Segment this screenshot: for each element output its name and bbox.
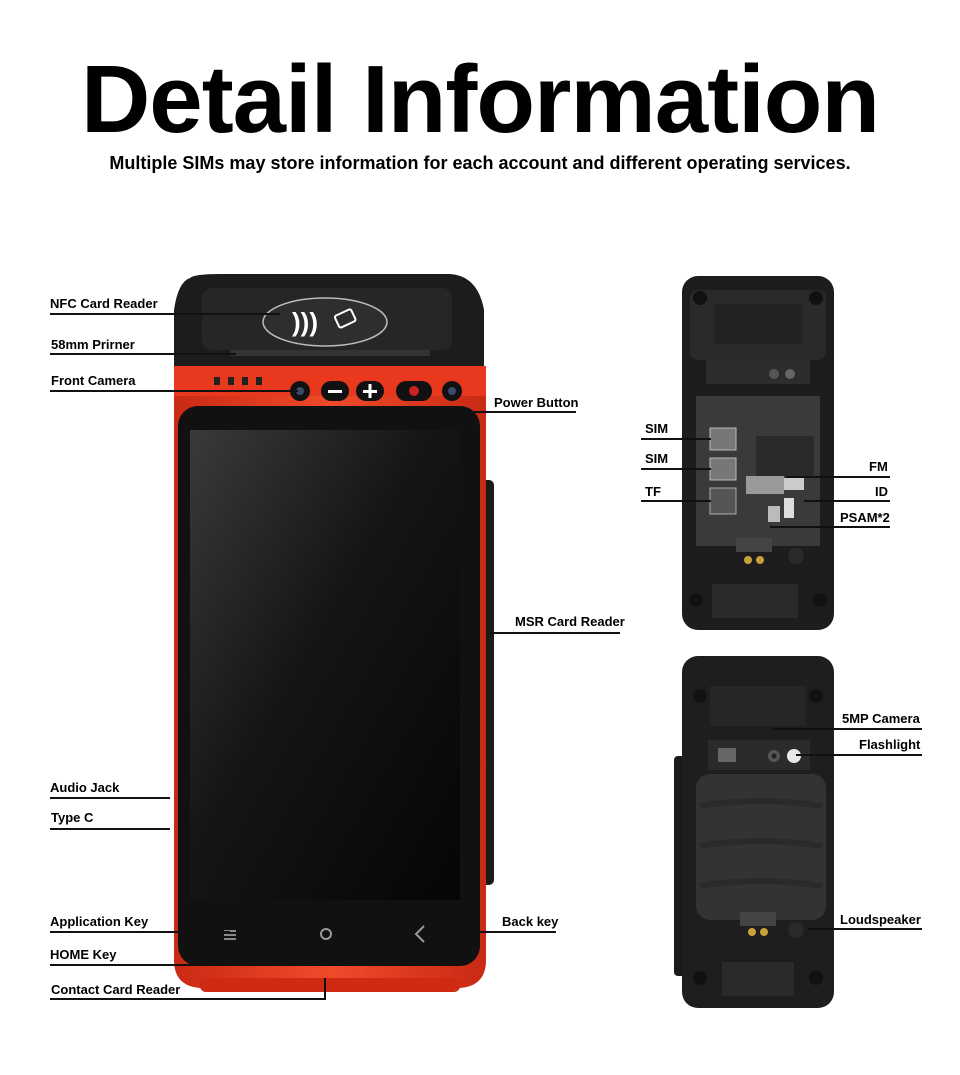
leader-type-c [50,828,170,830]
leader-tf [641,500,711,502]
leader-audio-jack [50,797,170,799]
svg-text:))): ))) [292,307,318,337]
leader-5mp-camera [772,728,922,730]
label-contact-card-reader: Contact Card Reader [51,982,181,997]
label-power-button: Power Button [494,395,579,410]
leader-printer [50,353,236,355]
leader-id [804,500,890,502]
label-id: ID [875,484,888,499]
leader-application-key [50,931,230,933]
leader-flashlight [796,754,922,756]
label-audio-jack: Audio Jack [50,780,120,795]
label-loudspeaker: Loudspeaker [840,912,921,927]
leader-contact-card [50,998,326,1000]
leader-home-key [50,964,326,966]
leader-loudspeaker [808,928,922,930]
leader-contact-card-vertical [324,978,326,999]
label-msr-card-reader: MSR Card Reader [515,614,625,629]
front-device-image: ))) [174,274,494,992]
label-sim-2: SIM [645,451,669,466]
label-sim-1: SIM [645,421,669,436]
label-psam: PSAM*2 [840,510,890,525]
leader-sim-1 [641,438,711,440]
page-title: Detail Information [80,46,880,153]
label-application-key: Application Key [50,914,149,929]
leader-psam [770,526,890,528]
back-closed-device-image [674,656,834,1008]
label-home-key: HOME Key [50,947,117,962]
label-back-key: Back key [502,914,559,929]
label-type-c: Type C [51,810,94,825]
leader-back-key [424,931,556,933]
label-fm: FM [869,459,888,474]
label-nfc-card-reader: NFC Card Reader [50,296,158,311]
leader-nfc [50,313,280,315]
leader-power-button [412,411,576,413]
label-flashlight: Flashlight [859,737,921,752]
page-subtitle: Multiple SIMs may store information for … [109,153,851,173]
label-5mp-camera: 5MP Camera [842,711,920,726]
leader-sim-2 [641,468,711,470]
leader-front-camera [50,390,298,392]
label-tf: TF [645,484,661,499]
label-printer: 58mm Prirner [51,337,135,352]
leader-home-key-vertical [324,940,326,965]
back-open-device-image [682,276,834,630]
label-front-camera: Front Camera [51,373,136,388]
leader-fm [786,476,890,478]
leader-msr [490,632,620,634]
